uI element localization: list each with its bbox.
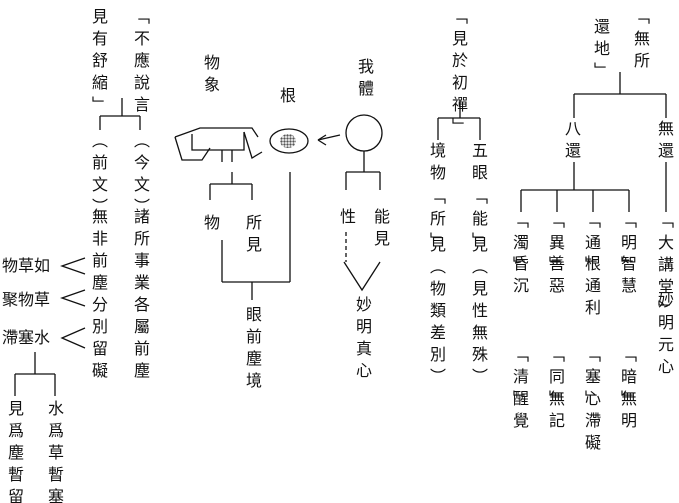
- huan-item-zhuo-desc: 昏沉: [510, 255, 529, 299]
- huan-item-an-desc: 無明: [618, 390, 637, 434]
- jin-wen-desc: 諸所事業各屬前塵: [131, 208, 150, 384]
- huan-item-tong: 「通」: [582, 212, 601, 278]
- left-title-1: 「不應說言: [131, 8, 150, 118]
- huan-item-ming: 「明」: [618, 212, 637, 278]
- neng-desc: 見（見性無殊）: [469, 236, 488, 390]
- huan-item-zhuo: 「濁」: [510, 212, 529, 278]
- self-circle: [345, 114, 383, 152]
- jing-wu-label: 境物: [427, 142, 446, 186]
- wo-ti-label: 我體: [355, 58, 374, 102]
- suo-label: 「所」: [427, 188, 446, 254]
- suo-jian-label: 所見: [243, 214, 262, 258]
- huan-item-yi-desc: 善惡: [546, 255, 565, 299]
- eye-organ-outline: [269, 128, 309, 154]
- da-jiang-tang: 「大講堂」: [655, 212, 674, 322]
- huan-item-ming-desc: 智慧: [618, 255, 637, 299]
- huan-item-qing-desc: 醒覺: [510, 390, 529, 434]
- huan-item-an: 「暗」: [618, 346, 637, 412]
- ba-huan-label: 八還: [562, 120, 581, 164]
- suo-desc: 見（物類差別）: [427, 236, 446, 390]
- eye-pupil-icon: [280, 134, 296, 148]
- title-col-2: 還地」: [591, 18, 610, 84]
- shui-wei-cao-zan-se: 水爲草暫塞: [45, 400, 64, 503]
- wu-label: 物: [201, 214, 220, 236]
- title-col-1: 「無所: [631, 8, 650, 74]
- neng-label: 「能」: [469, 188, 488, 254]
- neng-jian-label: 能見: [371, 208, 390, 252]
- huan-item-tong2-desc: 無記: [546, 390, 565, 434]
- yan-qian-chen-jing: 眼前塵境: [243, 306, 262, 394]
- huan-item-tong2: 「同」: [546, 346, 565, 412]
- qian-wen-desc: 無非前塵分別留礙: [89, 208, 108, 384]
- huan-item-se-desc: 心滯礙: [582, 390, 601, 456]
- row-wu-cao-ru: 物草如: [2, 256, 51, 275]
- wu-xiang-label: 物象: [201, 54, 220, 98]
- miao-ming-zhen-xin: 妙明真心: [353, 296, 372, 384]
- huan-item-tong-desc: 根通利: [582, 255, 601, 321]
- huan-item-yi: 「異」: [546, 212, 565, 278]
- jin-wen-label: （今文）: [131, 132, 150, 220]
- gen-label: 根: [280, 86, 297, 105]
- miao-ming-yuan-xin: 妙明元心: [655, 292, 674, 380]
- row-ju-wu-cao: 聚物草: [2, 290, 51, 309]
- jian-wei-chen-zan-liu: 見爲塵暫留: [5, 400, 24, 503]
- wu-huan-label: 無還: [655, 120, 674, 164]
- left-title-2: 見有舒縮」: [89, 8, 108, 118]
- row-zhi-se-shui: 滯塞水: [2, 328, 51, 347]
- qian-wen-label: （前文）: [89, 132, 108, 220]
- xing-label: 性: [337, 208, 356, 230]
- jian-yu-chu-chan: 「見於初禪」: [449, 8, 468, 140]
- huan-item-qing: 「清」: [510, 346, 529, 412]
- wu-yan-label: 五眼: [469, 142, 488, 186]
- huan-item-se: 「塞」: [582, 346, 601, 412]
